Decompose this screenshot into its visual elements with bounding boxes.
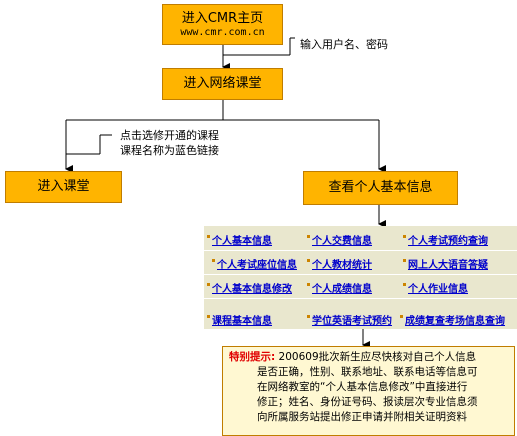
- notice-line5: 向所属服务站提出修正申请并附相关证明资料: [257, 411, 467, 423]
- enter-classroom-box: 进入课堂: [5, 171, 122, 203]
- personal-links-panel: 个人基本信息 个人交费信息 个人考试预约查询 个人考试座位信息 个人教材统计 网…: [204, 226, 517, 329]
- cmr-home-box: 进入CMR主页 www.cmr.com.cn: [162, 4, 283, 45]
- enter-classroom-label: 进入课堂: [37, 179, 90, 194]
- link-homework-info[interactable]: 个人作业信息: [408, 284, 468, 295]
- bullet-icon: [207, 283, 210, 286]
- link-grade-info[interactable]: 个人成绩信息: [312, 284, 372, 295]
- notice-line4: 修正；姓名、身份证号码、报读层次专业信息须: [257, 396, 478, 408]
- notice-line3: 在网络教室的“个人基本信息修改”中直接进行: [257, 381, 468, 393]
- personal-info-label: 查看个人基本信息: [328, 180, 433, 195]
- bullet-icon: [307, 259, 310, 262]
- notice-label: 特别提示:: [229, 351, 276, 363]
- course-hint: 点击选修开通的课程 课程名称为蓝色链接: [120, 128, 219, 158]
- link-textbook-stats[interactable]: 个人教材统计: [312, 260, 372, 271]
- network-classroom-label: 进入网络课堂: [183, 76, 262, 91]
- bullet-icon: [307, 235, 310, 238]
- link-exam-seat-info[interactable]: 个人考试座位信息: [217, 260, 297, 271]
- bullet-icon: [307, 315, 310, 318]
- bullet-icon: [307, 283, 310, 286]
- personal-info-box: 查看个人基本信息: [303, 171, 458, 205]
- link-degree-english-reservation[interactable]: 学位英语考试预约: [312, 316, 392, 327]
- special-notice-box: 特别提示: 200609批次新生应尽快核对自己个人信息 是否正确，性别、联系地址…: [222, 346, 515, 436]
- bullet-icon: [400, 315, 403, 318]
- course-hint-line2: 课程名称为蓝色链接: [120, 144, 219, 157]
- bullet-icon: [207, 315, 210, 318]
- bullet-icon: [212, 259, 215, 262]
- bullet-icon: [403, 259, 406, 262]
- cmr-home-title: 进入CMR主页: [181, 10, 264, 26]
- link-personal-payment-info[interactable]: 个人交费信息: [312, 236, 372, 247]
- bullet-icon: [403, 283, 406, 286]
- course-hint-line1: 点击选修开通的课程: [120, 129, 219, 142]
- bullet-icon: [207, 235, 210, 238]
- link-course-info[interactable]: 课程基本信息: [212, 316, 272, 327]
- link-personal-basic-info[interactable]: 个人基本信息: [212, 236, 272, 247]
- link-exam-reservation-query[interactable]: 个人考试预约查询: [408, 236, 488, 247]
- cmr-home-url: www.cmr.com.cn: [180, 26, 265, 38]
- link-grade-review-room-query[interactable]: 成绩复查考场信息查询: [405, 316, 505, 327]
- login-hint: 输入用户名、密码: [300, 38, 388, 51]
- link-voice-qa[interactable]: 网上人大语音答疑: [408, 260, 488, 271]
- link-edit-basic-info[interactable]: 个人基本信息修改: [212, 284, 292, 295]
- notice-line1: 200609批次新生应尽快核对自己个人信息: [278, 351, 477, 363]
- network-classroom-box: 进入网络课堂: [162, 68, 283, 100]
- notice-line2: 是否正确，性别、联系地址、联系电话等信息可: [257, 366, 478, 378]
- bullet-icon: [403, 235, 406, 238]
